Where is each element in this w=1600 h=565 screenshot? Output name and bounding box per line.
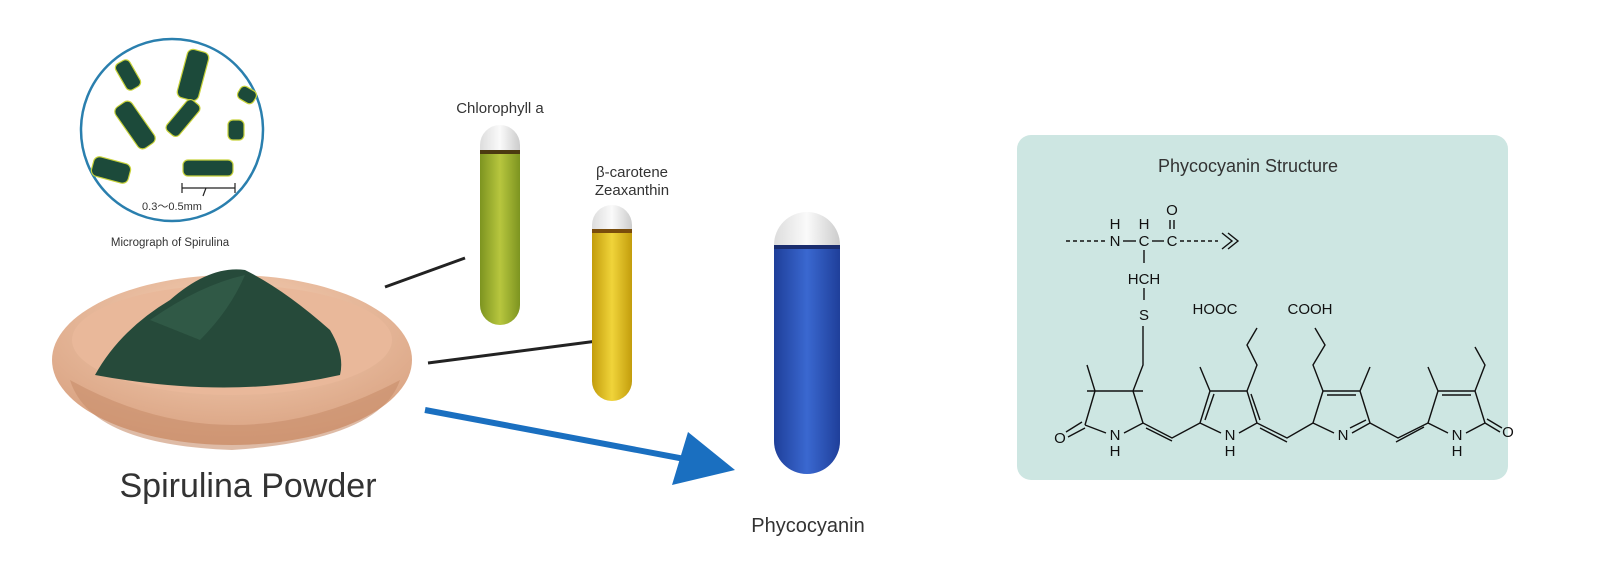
extraction-arrow [424, 407, 735, 485]
test-tube-carotene [592, 205, 632, 401]
scale-bar [181, 183, 236, 197]
structure-panel: Phycocyanin Structure H N H C O C HCH S … [1017, 135, 1514, 480]
atom-hch: HCH [1128, 271, 1161, 288]
atom-o: O [1166, 202, 1178, 219]
connector-line-carotene [427, 338, 606, 365]
test-tube-phycocyanin [774, 212, 840, 474]
label-zeaxanthin: Zeaxanthin [595, 182, 669, 199]
atom-h: H [1139, 216, 1150, 233]
atom-n: N [1338, 427, 1349, 444]
atom-o: O [1054, 430, 1066, 447]
atom-n: N [1110, 427, 1121, 444]
atom-o: O [1502, 424, 1514, 441]
powder-label: Spirulina Powder [119, 467, 376, 505]
powder-bowl [52, 269, 412, 450]
spirulina-powder [95, 269, 342, 388]
atom-n: N [1452, 427, 1463, 444]
test-tube-chlorophyll [480, 125, 520, 325]
atom-n: N [1225, 427, 1236, 444]
micrograph-caption: Micrograph of Spirulina [111, 237, 230, 249]
label-chlorophyll: Chlorophyll a [456, 100, 544, 117]
atom-h: H [1452, 443, 1463, 460]
label-carotene: β-carotene [596, 164, 668, 181]
label-phycocyanin: Phycocyanin [751, 515, 864, 537]
atom-cooh: COOH [1288, 301, 1333, 318]
bilin-chromophore: O N H HOOC N H COOH N N H O [1054, 301, 1514, 460]
atom-c: C [1139, 233, 1150, 250]
atom-h: H [1110, 443, 1121, 460]
scale-label: 0.3〜0.5mm [142, 201, 202, 213]
atom-h: H [1225, 443, 1236, 460]
atom-c: C [1167, 233, 1178, 250]
peptide-backbone: H N H C O C HCH S [1066, 202, 1240, 324]
chain-continuation-icon [1221, 232, 1240, 250]
connector-line-chlorophyll [384, 256, 466, 289]
atom-hooc: HOOC [1193, 301, 1238, 318]
micrograph: 0.3〜0.5mm Micrograph of Spirulina [79, 37, 265, 249]
spirulina-filaments [90, 48, 258, 184]
atom-n: N [1110, 233, 1121, 250]
atom-h: H [1110, 216, 1121, 233]
structure-title: Phycocyanin Structure [1158, 156, 1338, 176]
atom-s: S [1139, 307, 1149, 324]
